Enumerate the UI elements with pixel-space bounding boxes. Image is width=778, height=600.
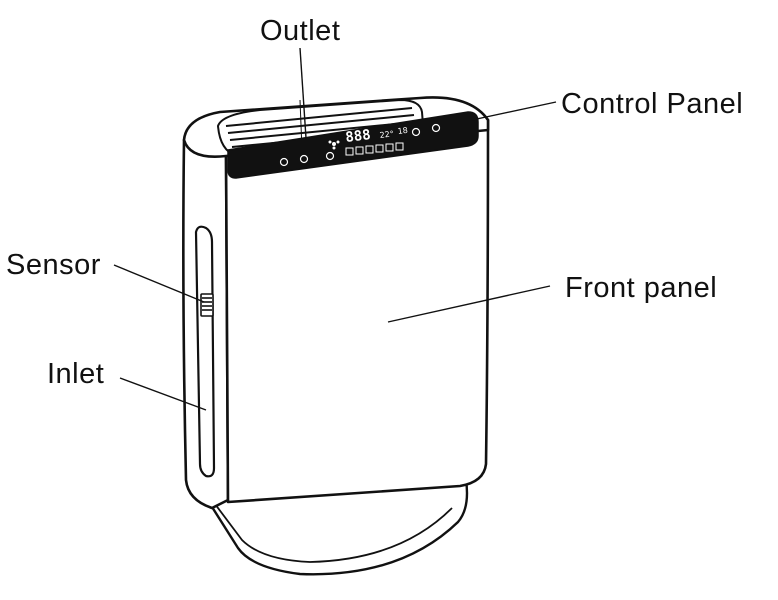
control-panel-leader xyxy=(471,101,557,121)
outlet-label: Outlet xyxy=(260,15,340,47)
fan-button[interactable] xyxy=(411,127,421,137)
display-humidity: 18 xyxy=(397,126,408,136)
indicator-icons xyxy=(345,142,404,156)
outlet-leader xyxy=(299,47,307,139)
display-temperature: 22° xyxy=(379,129,394,140)
front-panel-label: Front panel xyxy=(565,272,717,304)
inlet-leader xyxy=(119,377,207,411)
fan-icon xyxy=(328,140,340,150)
timer-button[interactable] xyxy=(325,151,335,161)
power-button[interactable] xyxy=(279,157,289,167)
leader-lines xyxy=(113,47,557,411)
light-button[interactable] xyxy=(431,123,441,133)
sensor-leader xyxy=(113,264,205,303)
inlet-strip xyxy=(194,225,216,478)
control-panel: 888 22° 18 xyxy=(227,111,479,179)
front-panel-leader xyxy=(387,285,551,323)
body-front xyxy=(224,118,490,504)
control-panel-label: Control Panel xyxy=(561,88,743,120)
sensor-grille xyxy=(200,293,214,317)
inlet-label: Inlet xyxy=(47,358,104,390)
sensor-label: Sensor xyxy=(6,249,101,281)
mode-button[interactable] xyxy=(299,154,309,164)
display-digits: 888 xyxy=(345,127,372,146)
